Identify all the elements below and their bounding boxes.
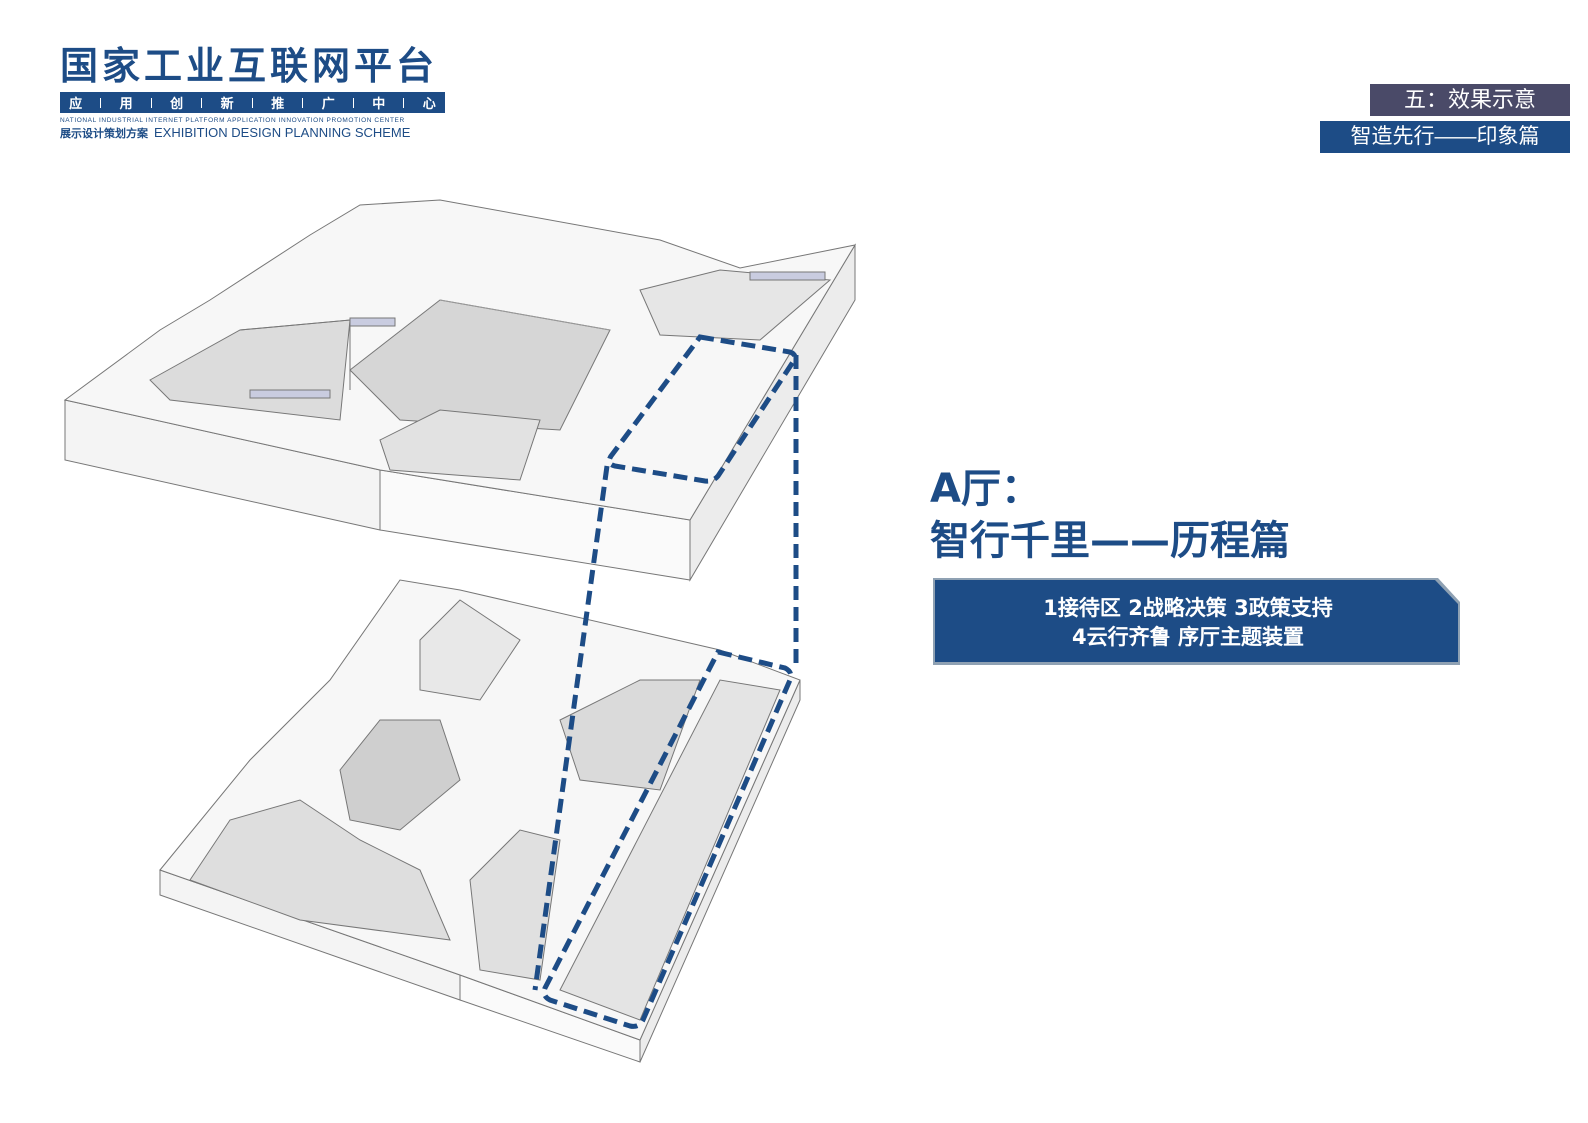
- logo-bar-char: 新: [220, 96, 234, 111]
- logo-bar-char: 推: [271, 96, 285, 111]
- logo-title: 国家工业互联网平台: [60, 44, 439, 88]
- info-box-shape: [933, 578, 1460, 665]
- logo-bar-char: 用: [119, 96, 133, 111]
- section-tag: 五：效果示意: [1370, 84, 1570, 116]
- logo-subtitle-en: EXHIBITION DESIGN PLANNING SCHEME: [154, 125, 411, 140]
- chapter-tag: 智造先行——印象篇: [1320, 121, 1570, 153]
- lower-floor-model: [159, 579, 801, 1063]
- zones-line-2: 4云行齐鲁 序厅主题装置: [1072, 625, 1304, 649]
- zones-line-1: 1接待区 2战略决策 3政策支持: [1043, 596, 1333, 620]
- logo-subtitle-cn: 展示设计策划方案: [60, 128, 148, 140]
- logo: 国家工业互联网平台 应 用 创 新 推 广 中 心 NATIONAL INDUS…: [60, 44, 445, 141]
- logo-english: NATIONAL INDUSTRIAL INTERNET PLATFORM AP…: [60, 117, 405, 124]
- hall-title: 智行千里——历程篇: [930, 518, 1290, 564]
- logo-bar-char: 广: [321, 96, 335, 111]
- upper-floor-model: [63, 199, 857, 582]
- logo-bar-char: 应: [69, 96, 83, 111]
- logo-bar-char: 创: [170, 96, 184, 111]
- hall-a-highlight-outline: [532, 334, 799, 1029]
- zones-info-box: 1接待区 2战略决策 3政策支持 4云行齐鲁 序厅主题装置: [933, 578, 1460, 665]
- hall-heading: A厅： 智行千里——历程篇: [930, 463, 1290, 567]
- hall-name: A厅：: [930, 466, 1041, 512]
- logo-bar: 应 用 创 新 推 广 中 心: [60, 92, 445, 113]
- logo-subtitle: 展示设计策划方案 EXHIBITION DESIGN PLANNING SCHEM…: [60, 125, 445, 141]
- logo-bar-char: 心: [422, 96, 436, 111]
- logo-bar-char: 中: [372, 96, 386, 111]
